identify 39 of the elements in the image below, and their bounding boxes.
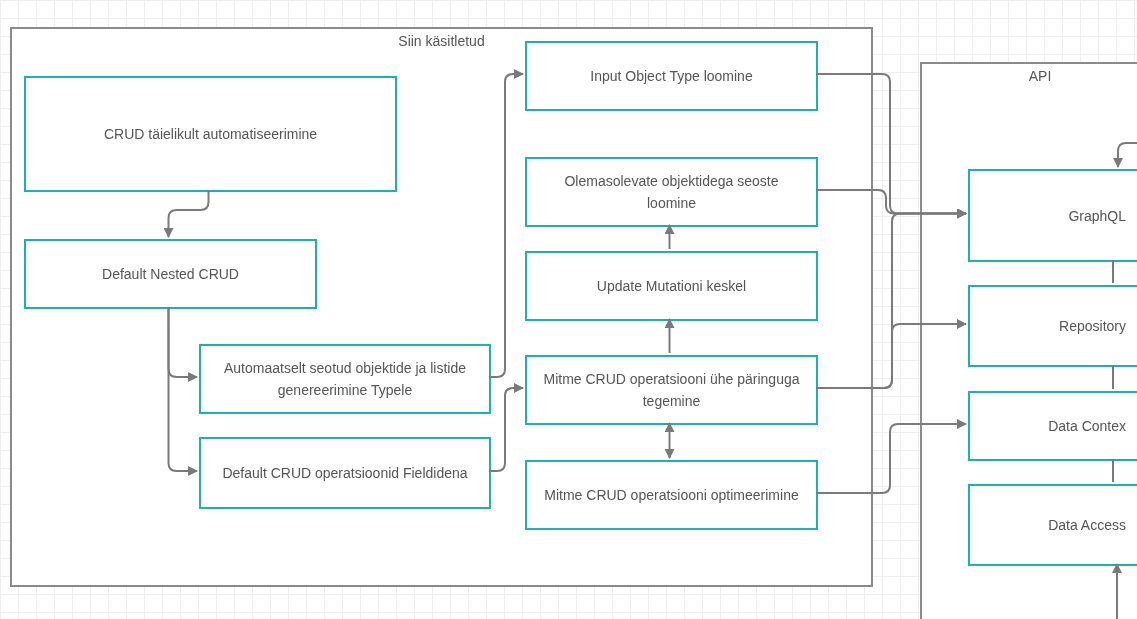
process-box	[525, 41, 818, 111]
process-box	[968, 484, 1137, 566]
connector-arrow	[163, 189, 210, 238]
process-box	[968, 285, 1137, 367]
box-label: Data Contex	[1048, 417, 1126, 436]
connector-arrow	[1113, 142, 1137, 168]
container-title: Siin käsitletud	[397, 32, 486, 51]
connector-arrow	[488, 69, 524, 378]
box-label: Repository	[1059, 317, 1126, 336]
box-label: Update Mutationi keskel	[596, 277, 747, 296]
connector-arrow	[167, 306, 198, 476]
connector-arrow	[1112, 563, 1122, 619]
process-box	[525, 355, 818, 425]
process-box	[525, 460, 818, 530]
process-box	[199, 437, 491, 509]
box-label: Default CRUD operatsioonid Fieldidena	[222, 464, 468, 483]
process-box	[199, 344, 491, 414]
process-box	[525, 251, 818, 321]
container-frame	[10, 27, 873, 587]
box-label: Olemasolevate objektidega seoste loomine	[563, 172, 780, 213]
connector-arrow	[664, 318, 675, 354]
process-box	[525, 157, 818, 227]
connector-arrow	[664, 224, 675, 250]
container-title: API	[1027, 67, 1053, 86]
box-label: Data Access	[1048, 516, 1126, 535]
box-label: Automaatselt seotud objektide ja listide genereerimine Typele	[222, 359, 467, 400]
process-box	[968, 169, 1137, 262]
connector-arrow	[664, 422, 675, 459]
box-label: CRUD täielikult automatiseerimine	[103, 125, 318, 144]
process-box	[24, 76, 397, 192]
process-box	[24, 239, 317, 309]
box-label: Default Nested CRUD	[102, 265, 239, 284]
process-box	[968, 391, 1137, 461]
box-label: Input Object Type loomine	[590, 67, 753, 86]
box-label: Mitme CRUD operatsiooni ühe päringuga tegemine	[542, 370, 801, 411]
box-label: GraphQL	[1068, 206, 1126, 226]
box-label: Mitme CRUD operatsiooni optimeerimine	[544, 486, 799, 505]
connector-arrow	[815, 419, 967, 494]
container-frame	[920, 62, 1137, 619]
